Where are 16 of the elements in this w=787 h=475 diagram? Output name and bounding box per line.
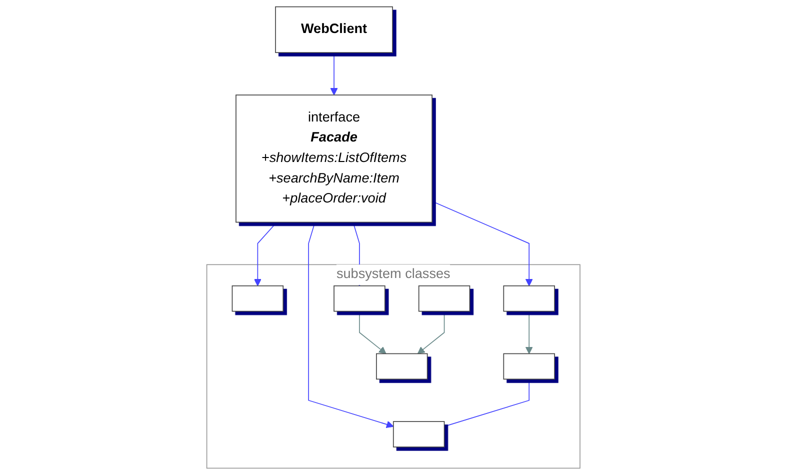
arrow bbox=[359, 310, 386, 354]
arrow bbox=[418, 310, 445, 354]
class-box bbox=[503, 285, 556, 312]
class-box bbox=[393, 421, 445, 448]
class-box bbox=[503, 353, 556, 380]
class-box: interface Facade +showItems:ListOfItems +searchByName:Item +placeOrder:void bbox=[236, 94, 433, 223]
class-box bbox=[334, 285, 386, 312]
connector bbox=[444, 378, 530, 427]
arrow bbox=[525, 310, 533, 354]
arrow bbox=[254, 222, 278, 286]
class-box bbox=[232, 285, 284, 312]
class-box: WebClient bbox=[275, 6, 394, 54]
class-box bbox=[418, 285, 470, 312]
arrow bbox=[432, 200, 533, 286]
class-box bbox=[376, 353, 428, 380]
arrow bbox=[330, 52, 338, 96]
